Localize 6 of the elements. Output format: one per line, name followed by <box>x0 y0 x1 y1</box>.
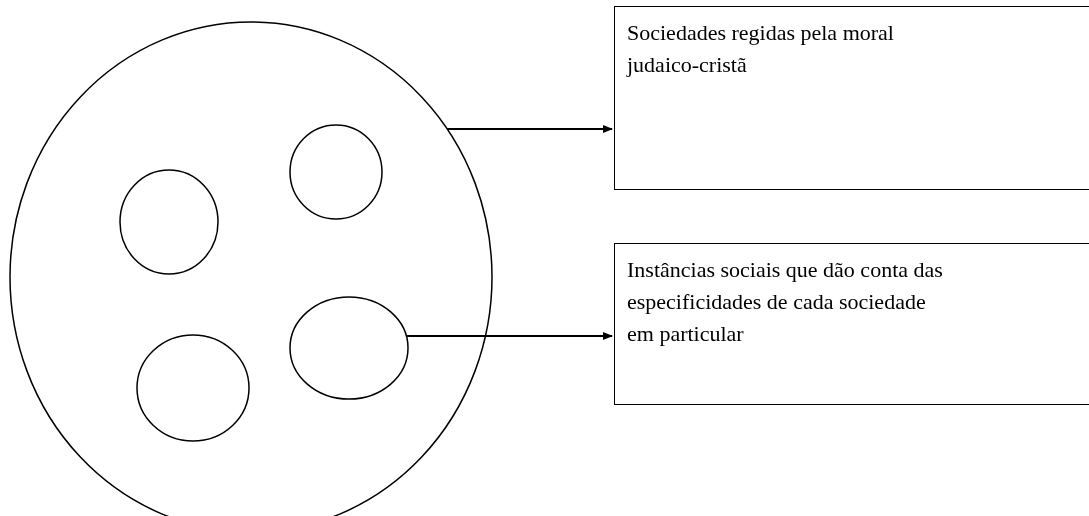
box-text: Instâncias sociais que dão conta das especificidades de cada sociedade em particular <box>627 256 944 348</box>
box-text: Sociedades regidas pela moral judaico-cristã <box>627 19 895 79</box>
text-box <box>614 6 1089 190</box>
arrow <box>405 332 613 340</box>
text-box <box>614 243 1089 405</box>
arrow <box>446 125 613 133</box>
